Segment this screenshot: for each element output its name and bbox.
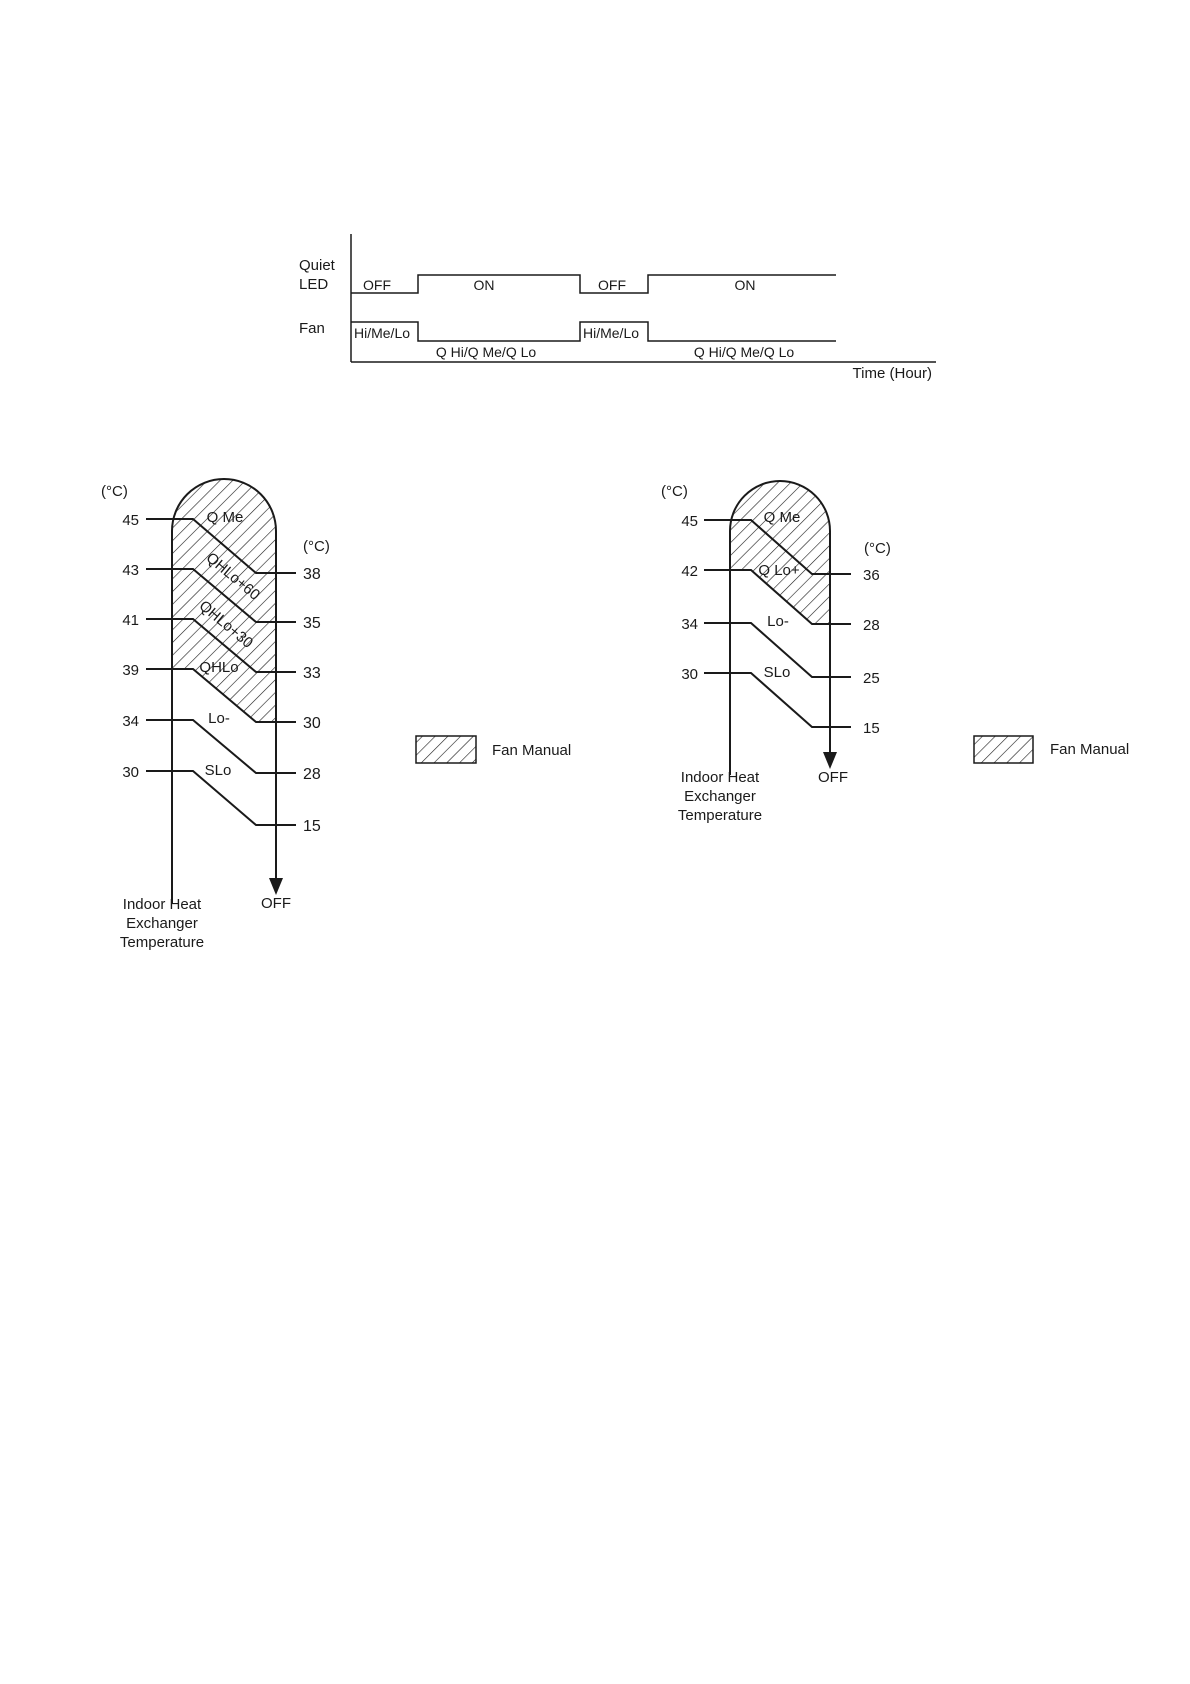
- right-unit-left: (°C): [661, 483, 688, 500]
- right-tick-35: 35: [303, 615, 321, 632]
- left-off-label: OFF: [261, 895, 291, 912]
- right-legend-label: Fan Manual: [1050, 741, 1129, 758]
- right-chart-tick-28: 28: [863, 617, 880, 634]
- right-off-label: OFF: [818, 769, 848, 786]
- right-legend-swatch: [973, 735, 1034, 764]
- right-chart-tick-34: 34: [681, 616, 698, 633]
- right-chart-tick-42: 42: [681, 563, 698, 580]
- right-tick-15: 15: [303, 818, 321, 835]
- left-axis-label-2: Exchanger: [126, 915, 198, 932]
- quiet-led-label-2: LED: [299, 276, 328, 293]
- right-chart-tick-45: 45: [681, 513, 698, 530]
- left-tick-30: 30: [122, 764, 139, 781]
- right-tick-38: 38: [303, 566, 321, 583]
- led-state-4: ON: [735, 277, 756, 293]
- left-legend-label: Fan Manual: [492, 742, 571, 759]
- led-state-2: ON: [474, 277, 495, 293]
- left-axis-label-1: Indoor Heat: [123, 896, 202, 913]
- timing-diagram: Quiet LED Fan OFF ON OFF ON Hi/Me/Lo Q H…: [299, 234, 936, 382]
- quiet-led-label-1: Quiet: [299, 257, 336, 274]
- left-capsule-outline: [171, 478, 277, 903]
- left-unit-right: (°C): [303, 538, 330, 555]
- right-tick-30: 30: [303, 715, 321, 732]
- left-line-30-15: [146, 770, 296, 826]
- left-mode-slo: SLo: [205, 762, 232, 779]
- chart-left: (°C) (°C) 45 43 41 39 34 30 38 35 33 30 …: [101, 478, 571, 951]
- left-line-43-35: [146, 568, 296, 623]
- left-tick-41: 41: [122, 612, 139, 629]
- right-chart-tick-30: 30: [681, 666, 698, 683]
- right-line-34-25: [704, 622, 851, 678]
- right-fan-manual-region: [730, 481, 830, 624]
- left-off-arrow: [269, 878, 283, 895]
- right-unit-right: (°C): [864, 540, 891, 557]
- left-tick-34: 34: [122, 713, 139, 730]
- fan-waveform: [351, 321, 836, 342]
- right-line-42-28: [704, 569, 851, 625]
- right-chart-tick-36: 36: [863, 567, 880, 584]
- right-line-30-15: [704, 672, 851, 728]
- left-line-45-38: [146, 518, 296, 574]
- right-tick-33: 33: [303, 665, 321, 682]
- left-mode-qhlo: QHLo: [199, 659, 238, 676]
- right-tick-28: 28: [303, 766, 321, 783]
- left-tick-45: 45: [122, 512, 139, 529]
- left-unit-left: (°C): [101, 483, 128, 500]
- left-mode-lo-minus: Lo-: [208, 710, 230, 727]
- led-state-3: OFF: [598, 277, 626, 293]
- left-fan-manual-region: [172, 479, 276, 722]
- right-mode-lo-minus: Lo-: [767, 613, 789, 630]
- left-line-34-28: [146, 719, 296, 774]
- right-axis-label-2: Exchanger: [684, 788, 756, 805]
- right-mode-q-lo-plus: Q Lo+: [758, 562, 800, 579]
- fan-state-3: Hi/Me/Lo: [583, 325, 639, 341]
- right-line-45-36: [704, 519, 851, 575]
- led-state-1: OFF: [363, 277, 391, 293]
- led-waveform: [351, 274, 836, 294]
- right-chart-tick-25: 25: [863, 670, 880, 687]
- left-line-41-33: [146, 618, 296, 673]
- fan-state-4: Q Hi/Q Me/Q Lo: [694, 344, 795, 360]
- left-line-39-30: [146, 668, 296, 723]
- right-mode-slo: SLo: [764, 664, 791, 681]
- time-axis-label: Time (Hour): [853, 365, 932, 382]
- right-axis-label-1: Indoor Heat: [681, 769, 760, 786]
- right-off-arrow: [823, 752, 837, 769]
- fan-state-2: Q Hi/Q Me/Q Lo: [436, 344, 537, 360]
- fan-state-1: Hi/Me/Lo: [354, 325, 410, 341]
- left-tick-39: 39: [122, 662, 139, 679]
- right-axis-label-3: Temperature: [678, 807, 762, 824]
- chart-right: (°C) (°C) 45 42 34 30 36 28 25 15 Q Me Q…: [661, 480, 1129, 824]
- right-capsule-outline: [729, 480, 831, 775]
- left-legend-swatch: [415, 735, 477, 764]
- right-mode-q-me: Q Me: [764, 509, 801, 526]
- left-tick-43: 43: [122, 562, 139, 579]
- fan-signal-label: Fan: [299, 320, 325, 337]
- left-mode-q-me: Q Me: [207, 509, 244, 526]
- right-chart-tick-15: 15: [863, 720, 880, 737]
- left-axis-label-3: Temperature: [120, 934, 204, 951]
